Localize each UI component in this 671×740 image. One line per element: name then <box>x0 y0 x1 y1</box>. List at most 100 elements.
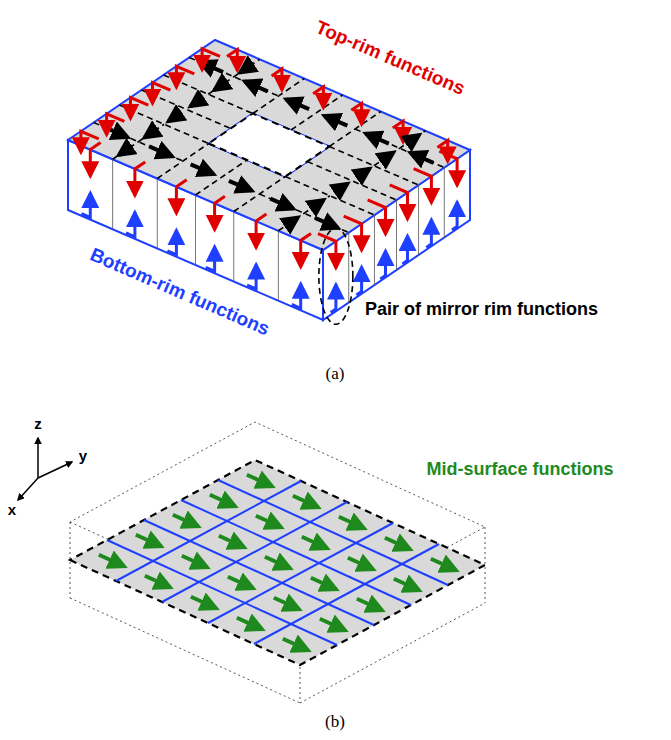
grid-line <box>208 523 393 623</box>
callout-label: Pair of mirror rim functions <box>365 300 598 320</box>
top-rim-arrow <box>272 69 282 90</box>
rim-direction-arrow <box>334 184 347 193</box>
grid-line <box>218 480 448 585</box>
top-rim-arrow <box>107 114 125 135</box>
rim-direction-arrow <box>285 218 298 227</box>
top-rim-arrow <box>390 185 408 219</box>
rim-direction-arrow <box>191 164 214 174</box>
bottom-rim-arrow <box>81 193 90 218</box>
face-divider <box>195 195 196 265</box>
mid-surface-arrow <box>385 538 410 550</box>
face-divider <box>374 215 375 285</box>
rim-direction-arrow <box>270 199 293 209</box>
top-rim-arrow <box>135 162 145 196</box>
top-rim-arrow <box>256 214 266 248</box>
rim-direction-arrow <box>380 153 393 162</box>
top-rim-arrow <box>414 169 432 203</box>
top-rim-arrow <box>176 180 186 214</box>
face-divider <box>278 231 279 301</box>
bottom-rim-arrow <box>206 247 215 271</box>
face-divider <box>233 212 234 282</box>
bottom-rim-arrow <box>402 236 407 264</box>
rim-direction-arrow <box>145 129 158 138</box>
rim-direction-arrow <box>229 181 252 191</box>
rim-direction-arrow <box>410 153 433 163</box>
cell-divider <box>291 95 342 130</box>
cell-divider <box>142 90 231 129</box>
top-rim-arrow <box>131 98 149 119</box>
mid-surface-arrow <box>237 618 262 630</box>
bottom-rim-arrow <box>380 251 385 279</box>
mid-surface-arrow <box>339 517 364 529</box>
axis-y <box>38 462 72 478</box>
hole-outline <box>209 114 330 177</box>
rim-direction-arrow <box>168 112 181 121</box>
cell-divider <box>234 177 285 212</box>
top-rim-arrow <box>301 233 311 267</box>
bottom-rim-arrow <box>247 265 256 290</box>
rim-label: Top-rim functions <box>312 17 467 100</box>
mid-surface-arrow <box>293 496 318 508</box>
cell-divider <box>278 196 329 231</box>
grid-line <box>116 481 301 581</box>
rim-direction-arrow <box>214 81 227 90</box>
axis-label: y <box>79 448 87 465</box>
top-rim-arrow <box>227 50 237 71</box>
mid-surface-arrow <box>394 579 419 591</box>
rim-direction-arrow <box>240 64 253 73</box>
panel-label: (b) <box>325 713 345 732</box>
rim-direction-arrow <box>356 169 369 178</box>
top-rim-arrow <box>437 140 447 161</box>
bottom-rim-arrow <box>167 230 176 254</box>
pair-ellipse <box>319 228 353 324</box>
rim-direction-arrow <box>310 200 323 209</box>
rim-direction-arrow <box>286 99 309 109</box>
face-divider <box>444 168 445 238</box>
rim-direction-arrow <box>406 135 419 144</box>
cell-divider <box>157 144 208 179</box>
mid-surface-arrow <box>182 556 207 568</box>
mid-surface-arrow <box>219 536 244 548</box>
mid-surface-arrow <box>320 619 345 631</box>
top-rim-arrow <box>176 66 194 87</box>
bottom-rim-arrow <box>426 220 431 248</box>
mid-surface-arrow <box>265 557 290 569</box>
axis-z <box>37 438 39 478</box>
mid-surface-arrow <box>247 475 272 487</box>
top-rim-arrow <box>313 87 323 108</box>
face-divider <box>396 200 397 270</box>
panel-label: (a) <box>326 365 345 384</box>
cell-divider <box>119 105 208 144</box>
top-rim-arrow <box>202 49 220 70</box>
mid-surface-arrow <box>191 597 216 609</box>
face-divider <box>112 159 113 229</box>
cell-divider <box>208 59 259 94</box>
top-rim-arrow <box>215 196 225 230</box>
mid-surface-label: Mid-surface functions <box>426 460 613 480</box>
mid-surface-arrow <box>173 515 198 527</box>
bottom-rim-arrow <box>331 285 336 313</box>
bottom-rim-arrow <box>292 284 301 309</box>
face-divider <box>157 179 158 249</box>
mid-surface-arrow <box>145 576 170 588</box>
rim-direction-arrow <box>315 218 338 228</box>
top-rim-arrow <box>393 121 403 142</box>
mid-surface-arrow <box>210 495 235 507</box>
cell-divider <box>113 124 164 159</box>
top-rim-arrow <box>153 83 171 104</box>
cell-divider <box>259 194 348 233</box>
rim-direction-arrow <box>245 81 268 91</box>
mid-surface-arrow <box>311 578 336 590</box>
rim-direction-arrow <box>119 146 132 155</box>
mid-surface-arrow <box>431 559 456 571</box>
top-rim-arrow <box>344 216 362 250</box>
axis-label: z <box>34 416 42 433</box>
top-rim-arrow <box>90 143 100 177</box>
mid-surface-arrow <box>99 555 124 567</box>
face-divider <box>418 185 419 255</box>
rim-direction-arrow <box>191 97 204 106</box>
rim-direction-arrow <box>324 116 347 126</box>
mid-surface-arrow <box>283 639 308 651</box>
mid-surface-arrow <box>348 558 373 570</box>
